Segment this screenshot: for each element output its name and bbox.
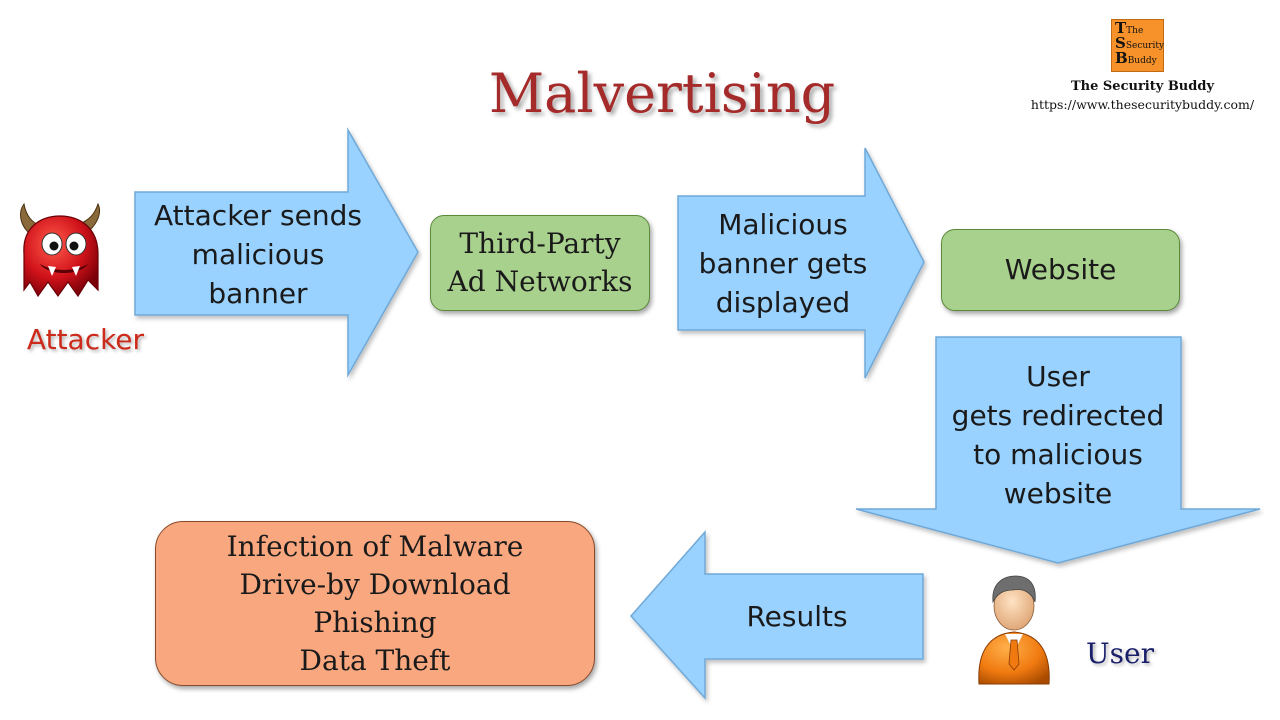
step3-line: gets redirected (951, 399, 1165, 432)
logo-letter-b: B (1115, 49, 1128, 67)
step2-line: Malicious (718, 208, 848, 241)
outcome-item: Data Theft (299, 643, 451, 677)
node1-line: Third-Party (459, 227, 621, 260)
node1-line: Ad Networks (447, 265, 633, 298)
arrow-adnetworks-to-website (677, 147, 925, 379)
node-outcomes: Infection of Malware Drive-by Download P… (155, 521, 595, 686)
logo-letter-t: T (1115, 19, 1127, 37)
arrow-attacker-to-adnetworks (134, 127, 419, 378)
brand-name: The Security Buddy (1071, 79, 1214, 94)
step1-line: malicious (191, 238, 325, 271)
logo-word-buddy: Buddy (1127, 56, 1157, 66)
step-user-redirected: User gets redirected to malicious websit… (938, 357, 1178, 513)
user-icon (978, 575, 1050, 685)
logo-word-security: Security (1125, 41, 1165, 51)
user-label: User (1086, 637, 1154, 670)
brand-logo: TThe SSecurity BBuddy (1111, 19, 1164, 72)
step2-line: banner gets (698, 247, 868, 280)
node-website: Website (941, 229, 1180, 311)
step1-line: Attacker sends (154, 199, 362, 232)
arrow-user-to-outcomes (629, 530, 924, 700)
step2-line: displayed (715, 286, 851, 319)
devil-icon (20, 202, 101, 298)
node-ad-networks: Third-Party Ad Networks (430, 215, 650, 311)
step-attacker-sends-banner: Attacker sends malicious banner (140, 196, 376, 313)
step3-line: to malicious (973, 438, 1143, 471)
step1-line: banner (208, 277, 308, 310)
outcome-item: Infection of Malware (226, 529, 524, 563)
step3-line: website (1003, 477, 1113, 510)
arrow-website-to-user (855, 336, 1261, 564)
outcome-item: Phishing (313, 605, 437, 639)
step-results: Results (746, 600, 848, 633)
logo-word-the: The (1126, 26, 1144, 36)
step3-line: User (1026, 360, 1090, 393)
outcome-item: Drive-by Download (239, 567, 511, 601)
page-title: Malvertising (488, 62, 836, 125)
logo-letter-s: S (1115, 34, 1126, 52)
attacker-label: Attacker (26, 323, 145, 356)
step-banner-displayed: Malicious banner gets displayed (680, 205, 886, 322)
brand-url[interactable]: https://www.thesecuritybuddy.com/ (1030, 97, 1255, 112)
